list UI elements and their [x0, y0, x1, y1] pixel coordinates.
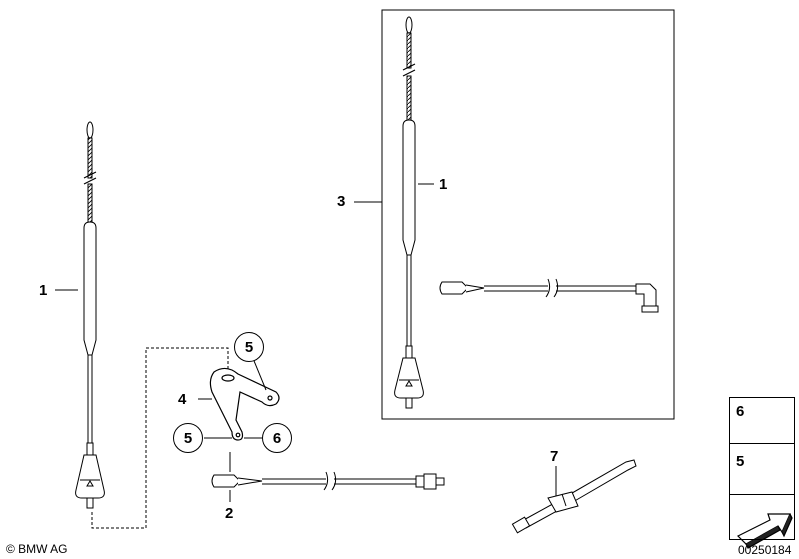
- callout-2: 2: [225, 505, 234, 522]
- legend-item-nut[interactable]: 6: [729, 397, 795, 444]
- next-page-arrow-icon[interactable]: [736, 513, 793, 549]
- callout-7: 7: [550, 448, 559, 465]
- legend-number-6: 6: [736, 403, 745, 420]
- legend-number-5: 5: [736, 453, 745, 470]
- bracket: [198, 355, 280, 441]
- dashed-connector: [91, 347, 229, 529]
- assembly-box: [381, 9, 675, 420]
- callout-1-left: 1: [39, 282, 48, 299]
- cable-left: [211, 452, 445, 502]
- cable-tie: [511, 459, 637, 534]
- callout-5-bottom: 5: [173, 423, 203, 453]
- callout-1-right: 1: [439, 176, 448, 193]
- callout-5-top: 5: [234, 332, 264, 362]
- copyright-text: © BMW AG: [6, 542, 68, 556]
- callout-4: 4: [178, 391, 187, 408]
- legend-item-arrow[interactable]: [729, 494, 795, 540]
- cable-right: [439, 278, 659, 313]
- diagram-number: 00250184: [738, 543, 792, 557]
- callout-3: 3: [337, 193, 346, 210]
- callout-6: 6: [262, 423, 292, 453]
- antenna-right: [354, 16, 434, 409]
- antenna-left: [55, 121, 105, 509]
- legend-item-screw[interactable]: 5: [729, 443, 795, 495]
